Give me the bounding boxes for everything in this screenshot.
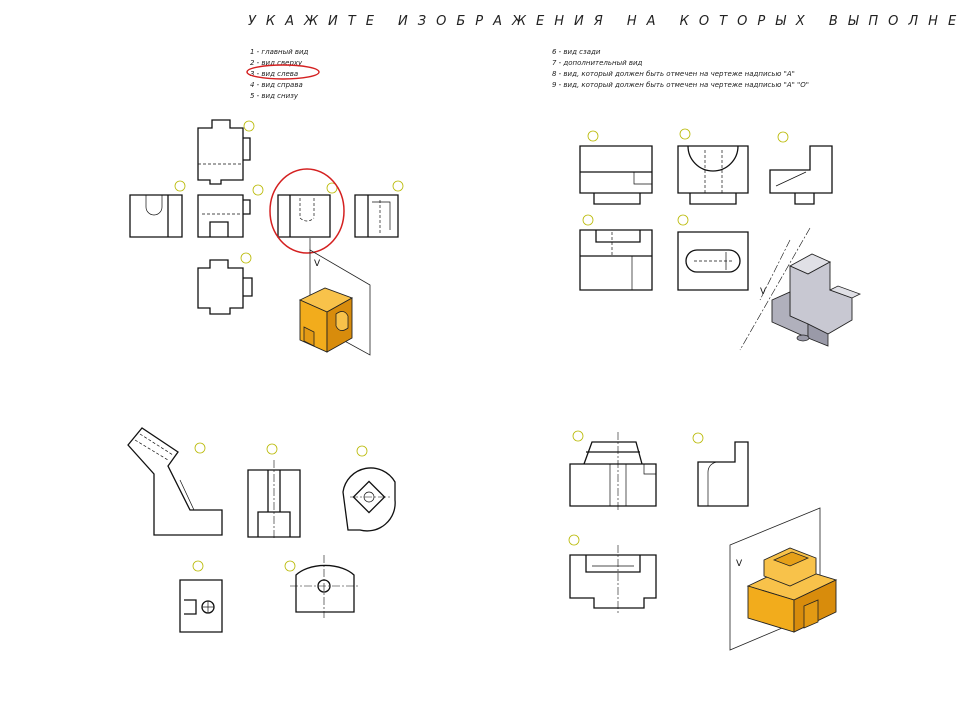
- view-br-front: [569, 430, 657, 512]
- badge-icon: [266, 443, 278, 455]
- badge-icon: [587, 130, 599, 142]
- group-top-right: V: [579, 128, 862, 351]
- view-bl-small: [179, 560, 223, 633]
- badge-icon: [572, 430, 584, 442]
- badge-icon: [194, 442, 206, 454]
- badge-icon: [582, 214, 594, 226]
- plane-letter: V: [760, 287, 767, 297]
- badge-icon: [252, 184, 264, 196]
- badge-icon: [284, 560, 296, 572]
- page-title: УКАЖИТЕ ИЗОБРАЖЕНИЯ НА КОТОРЫХ ВЫПОЛНЕНЫ: [248, 14, 960, 29]
- badge-icon: [243, 120, 255, 132]
- badge-icon: [692, 432, 704, 444]
- view-tr-1: [579, 130, 653, 205]
- view-tr-3: [769, 131, 833, 205]
- badge-icon: [192, 560, 204, 572]
- projection-plane-2: V: [739, 227, 811, 351]
- legend-item-1: 1 - главный вид: [250, 48, 309, 56]
- badge-icon: [568, 534, 580, 546]
- view-bl-front: [247, 443, 301, 540]
- view-bottom-1: [197, 252, 253, 315]
- legend-item-4: 4 - вид справа: [250, 81, 303, 89]
- badge-icon: [356, 445, 368, 457]
- view-br-side: [692, 432, 749, 507]
- view-bl-circle: [284, 555, 360, 618]
- view-tr-5: [677, 214, 749, 291]
- view-right-1: [354, 180, 404, 238]
- legend-right: 6 - вид сзади 7 - дополнительный вид 8 -…: [552, 47, 809, 91]
- legend-left: 1 - главный вид 2 - вид сверху 3 - вид с…: [250, 47, 308, 102]
- legend-item-6: 6 - вид сзади: [552, 48, 601, 56]
- badge-icon: [777, 131, 789, 143]
- legend-item-9: 9 - вид, который должен быть отмечен на …: [552, 81, 810, 89]
- badge-icon: [326, 182, 338, 194]
- badge-icon: [677, 214, 689, 226]
- highlight-ellipse-view: [269, 168, 345, 254]
- view-highlighted: [269, 168, 345, 254]
- badge-icon: [240, 252, 252, 264]
- legend-item-5: 5 - вид снизу: [250, 92, 299, 100]
- model-3d-grey: [771, 253, 862, 347]
- view-front-1: [197, 184, 264, 238]
- model-3d-orange-2: [746, 547, 838, 633]
- view-bl-round: [342, 445, 396, 532]
- model-3d-orange-1: [298, 287, 354, 353]
- badge-icon: [679, 128, 691, 140]
- view-br-top: [568, 534, 657, 615]
- group-top-left: V: [129, 119, 404, 356]
- group-bottom-right: V: [568, 430, 838, 651]
- view-bl-inclined: [127, 427, 223, 536]
- legend-item-7: 7 - дополнительный вид: [552, 59, 643, 67]
- view-tr-2: [677, 128, 749, 205]
- group-bottom-left: [127, 427, 396, 633]
- view-left-1: [129, 180, 186, 238]
- view-tr-4: [579, 214, 653, 291]
- legend-item-3: 3 - вид слева: [250, 70, 299, 78]
- badge-icon: [392, 180, 404, 192]
- plane-letter: V: [314, 259, 321, 269]
- badge-icon: [174, 180, 186, 192]
- view-top: [197, 119, 255, 185]
- legend-item-2: 2 - вид сверху: [250, 59, 303, 67]
- plane-letter: V: [736, 559, 743, 569]
- legend-item-8: 8 - вид, который должен быть отмечен на …: [552, 70, 795, 78]
- highlight-ellipse-legend: [246, 64, 320, 80]
